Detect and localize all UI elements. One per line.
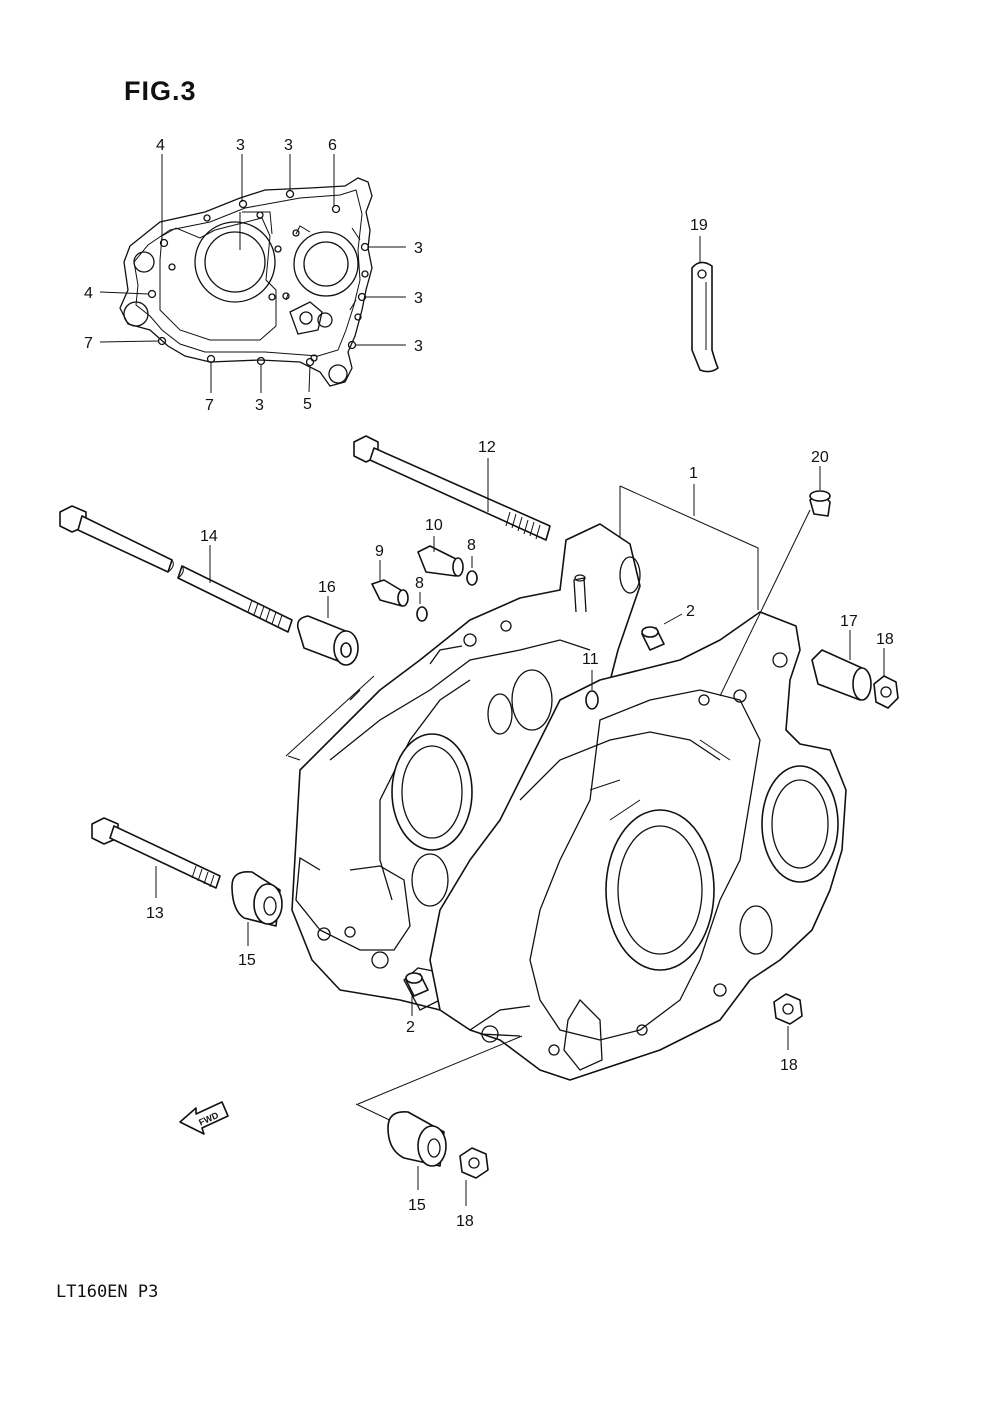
callout-gasket-6: 6 <box>328 137 337 154</box>
callout-part-2-upper: 2 <box>686 603 695 620</box>
callout-part-11: 11 <box>582 651 599 668</box>
bolt-part-14 <box>59 505 293 633</box>
bolt-part-13 <box>91 817 221 898</box>
jet-parts-8-9-10 <box>371 536 478 622</box>
callout-gasket-bolt-4a: 4 <box>156 137 165 154</box>
callout-part-9: 9 <box>375 543 384 560</box>
callout-part-8b: 8 <box>415 575 424 592</box>
callout-gasket-7b: 7 <box>205 397 214 414</box>
nut-part-18-right <box>873 648 899 709</box>
callout-part-15-left: 15 <box>238 952 256 969</box>
callout-part-14: 14 <box>200 528 218 545</box>
plug-part-20 <box>809 466 831 517</box>
nut-part-18-bottom <box>459 1147 489 1206</box>
bushing-part-15-left <box>231 870 283 946</box>
callout-gasket-bolt-4b: 4 <box>84 285 93 302</box>
callout-part-8a: 8 <box>467 537 476 554</box>
dowel-pin-part-2-lower <box>405 972 429 1016</box>
callout-part-19: 19 <box>690 217 708 234</box>
collar-part-16 <box>296 596 359 666</box>
callout-part-15-bottom: 15 <box>408 1197 426 1214</box>
callout-gasket-bolt-3a: 3 <box>236 137 245 154</box>
callout-gasket-bolt-3e: 3 <box>414 338 423 355</box>
diagram-code: LT160EN P3 <box>56 1282 159 1302</box>
part-callouts: 19 12 1 20 14 10 9 8 8 16 2 17 18 11 13 … <box>146 217 894 1230</box>
callout-part-20: 20 <box>811 449 829 466</box>
callout-part-18-bottom: 18 <box>456 1213 474 1230</box>
crankcase-assembly <box>285 484 847 1127</box>
callout-part-1: 1 <box>689 465 698 482</box>
callout-gasket-bolt-3c: 3 <box>414 240 423 257</box>
callout-gasket-7a: 7 <box>84 335 93 352</box>
gasket-callouts: 4 3 3 6 3 4 3 7 3 7 3 5 <box>84 137 423 414</box>
callout-part-10: 10 <box>425 517 443 534</box>
callout-part-17: 17 <box>840 613 858 630</box>
callout-part-18-right: 18 <box>876 631 894 648</box>
callout-part-12: 12 <box>478 439 496 456</box>
gasket-leaders <box>99 154 406 393</box>
forward-direction-arrow-icon: FWD <box>179 1101 229 1135</box>
bushing-part-15-bottom <box>387 1111 447 1190</box>
callout-part-18-middle: 18 <box>780 1057 798 1074</box>
callout-gasket-bolt-3b: 3 <box>284 137 293 154</box>
callout-gasket-5: 5 <box>303 396 312 413</box>
callout-part-13: 13 <box>146 905 164 922</box>
figure-title: FIG.3 <box>124 76 197 106</box>
oring-part-11 <box>585 670 599 710</box>
callout-gasket-bolt-3f: 3 <box>255 397 264 414</box>
bolt-part-12 <box>353 435 551 541</box>
callout-part-16: 16 <box>318 579 336 596</box>
nut-part-18-middle <box>773 993 803 1050</box>
crankcase-gasket-drawing <box>119 177 373 387</box>
collar-part-17 <box>811 630 872 701</box>
callout-gasket-bolt-3d: 3 <box>414 290 423 307</box>
callout-part-2-lower: 2 <box>406 1019 415 1036</box>
dowel-pin-part-2-upper <box>641 613 683 651</box>
bracket-part-19 <box>691 236 719 373</box>
